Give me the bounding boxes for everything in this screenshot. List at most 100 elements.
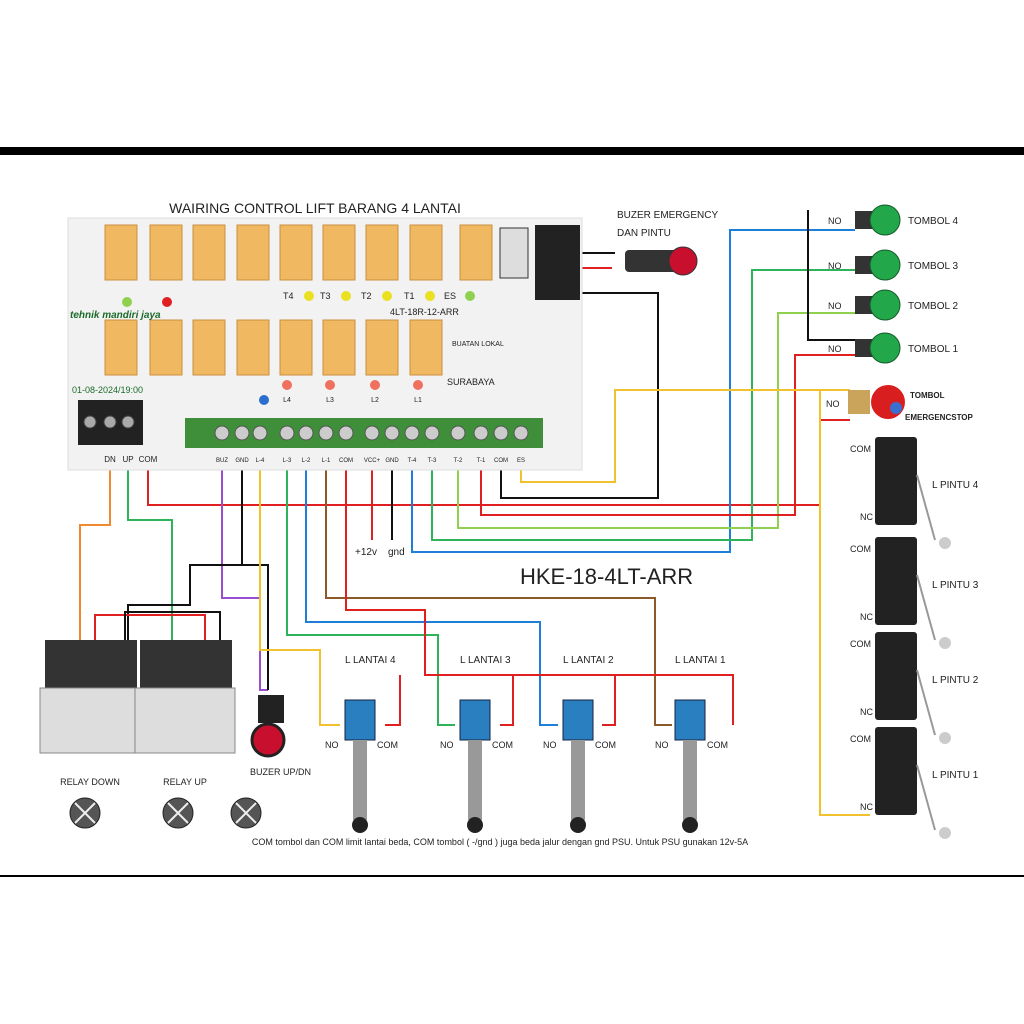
lamp-cross — [235, 802, 257, 824]
push-button-icon[interactable] — [869, 289, 901, 321]
terminal-screw — [338, 425, 354, 441]
terminal-screw — [234, 425, 250, 441]
relay-body — [134, 687, 236, 754]
led-label: T4 — [283, 291, 294, 301]
floor-limit-switch-body — [344, 699, 376, 741]
terminal-screw — [318, 425, 334, 441]
terminal-screw — [424, 425, 440, 441]
terminal-screw — [473, 425, 489, 441]
terminal-screw — [404, 425, 420, 441]
led-icon — [282, 380, 292, 390]
push-button-icon[interactable] — [869, 249, 901, 281]
model-label: HKE-18-4LT-ARR — [520, 564, 693, 589]
button-base — [855, 339, 873, 357]
wire-door-com — [819, 419, 850, 440]
board-city: SURABAYA — [447, 377, 495, 387]
led-icon — [382, 291, 392, 301]
switch-plunger — [571, 740, 585, 820]
wire-l1 — [325, 470, 672, 726]
door-switch-label: L PINTU 3 — [932, 580, 979, 591]
top-border-bar — [0, 147, 1024, 155]
door-switch-label: L PINTU 1 — [932, 770, 979, 781]
door-nc-label: NC — [860, 512, 873, 522]
buzzer-updn-body — [258, 695, 284, 723]
board-relay — [236, 319, 270, 376]
door-limit-switch-body — [875, 537, 917, 625]
wire-com-limit — [345, 470, 734, 725]
terminal-screw — [384, 425, 400, 441]
led-label: ES — [444, 291, 456, 301]
switch-roller — [939, 537, 951, 549]
button-contact: NO — [828, 216, 842, 226]
floor-limit-switch-body — [459, 699, 491, 741]
terminal-screws — [83, 415, 529, 441]
led-icon — [370, 380, 380, 390]
wire-com-l2 — [602, 675, 616, 726]
terminal-screw — [252, 425, 268, 441]
wire-l3 — [286, 470, 455, 726]
terminal-label: T-4 — [408, 458, 417, 464]
board-relay — [279, 319, 313, 376]
terminal-label: L-3 — [283, 458, 292, 464]
floor-limit-com: COM — [492, 740, 513, 750]
door-nc-label: NC — [860, 612, 873, 622]
wire-t2 — [457, 312, 855, 529]
switch-roller — [352, 817, 368, 833]
psu-gnd-label: gnd — [388, 547, 405, 558]
terminal-label: L-1 — [322, 458, 331, 464]
floor-limit-com: COM — [595, 740, 616, 750]
led-label: L3 — [326, 397, 334, 404]
terminal-label: T-1 — [477, 458, 486, 464]
floor-limit-no: NO — [655, 740, 669, 750]
led-label: T1 — [404, 291, 415, 301]
led-icon — [162, 297, 172, 307]
switch-roller — [467, 817, 483, 833]
wire-gnd-buzzer — [242, 564, 269, 690]
relay-body — [39, 687, 141, 754]
floor-limit-switch-body — [674, 699, 706, 741]
button-label: TOMBOL 1 — [908, 344, 958, 355]
lamp-cross — [74, 802, 96, 824]
switch-lever — [916, 764, 936, 831]
push-button-icon[interactable] — [869, 204, 901, 236]
terminal-screw — [103, 415, 117, 429]
wire-l2 — [305, 470, 558, 726]
led-icon — [325, 380, 335, 390]
door-limit-switch-body — [875, 632, 917, 720]
terminal-screw — [513, 425, 529, 441]
board-relay — [409, 319, 443, 376]
wire-com-l3 — [500, 675, 514, 726]
terminal-label: L-2 — [302, 458, 311, 464]
wire-l4 — [259, 470, 340, 726]
motor-relays: RELAY DOWN RELAY UP — [39, 640, 236, 787]
wire-gnd — [127, 470, 243, 650]
emergency-stop-icon[interactable] — [871, 385, 905, 419]
terminal-screw — [214, 425, 230, 441]
board-relay — [322, 319, 356, 376]
wire-t4 — [411, 229, 855, 553]
board-relay — [459, 224, 493, 281]
push-button-icon[interactable] — [869, 332, 901, 364]
led-icon — [304, 291, 314, 301]
relay-label: RELAY DOWN — [60, 777, 120, 787]
led-icon — [341, 291, 351, 301]
switch-roller — [570, 817, 586, 833]
terminal-label: T-3 — [428, 458, 437, 464]
buzzer-emergency-label-2: DAN PINTU — [617, 228, 671, 239]
door-limit-switch-body — [875, 437, 917, 525]
emergency-stop[interactable]: NO TOMBOL EMERGENCSTOP — [826, 385, 974, 422]
door-nc-label: NC — [860, 802, 873, 812]
buzzer-updn-icon — [250, 722, 286, 758]
relay-socket — [45, 640, 137, 688]
floor-limit-no: NO — [543, 740, 557, 750]
door-switch-label: L PINTU 2 — [932, 675, 979, 686]
wire-t3 — [431, 269, 855, 541]
floor-limit-com: COM — [377, 740, 398, 750]
door-com-label: COM — [850, 734, 871, 744]
relay-label: RELAY UP — [163, 777, 207, 787]
board-relay — [149, 224, 183, 281]
switch-roller — [682, 817, 698, 833]
controller-board: tehnik mandiri jaya 01-08-2024/19:00 4LT… — [67, 217, 583, 471]
terminal-screw — [364, 425, 380, 441]
